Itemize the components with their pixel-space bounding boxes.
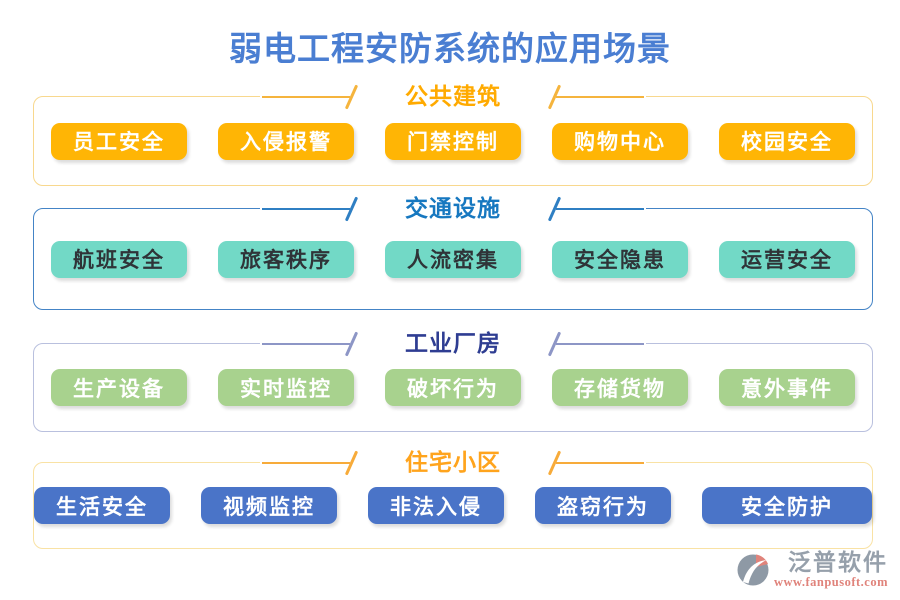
header-line-right	[556, 208, 644, 210]
header-line-right	[556, 96, 644, 98]
section-title-residential-community: 住宅小区	[405, 450, 501, 475]
access-control-button[interactable]: 门禁控制	[385, 122, 521, 160]
video-surveillance-button[interactable]: 视频监控	[201, 487, 337, 524]
header-line-right	[556, 343, 644, 345]
section-industrial-plants: 工业厂房 生产设备 实时监控 破坏行为 存储货物 意外事件	[33, 329, 873, 432]
crowd-density-button[interactable]: 人流密集	[385, 240, 521, 278]
living-safety-button[interactable]: 生活安全	[34, 487, 170, 524]
section-title-industrial-plants: 工业厂房	[405, 331, 501, 356]
section-header: 工业厂房	[260, 329, 646, 359]
brand-watermark: 泛普软件 www.fanpusoft.com	[735, 550, 888, 590]
header-line-right	[556, 462, 644, 464]
section-title-public-buildings: 公共建筑	[405, 84, 501, 109]
button-row: 航班安全 旅客秩序 人流密集 安全隐患 运营安全	[34, 209, 872, 309]
safety-hazard-button[interactable]: 安全隐患	[552, 240, 688, 278]
security-protection-button[interactable]: 安全防护	[702, 487, 872, 524]
intrusion-alarm-button[interactable]: 入侵报警	[218, 122, 354, 160]
section-residential-community: 住宅小区 生活安全 视频监控 非法入侵 盗窃行为 安全防护	[33, 448, 873, 549]
button-row: 员工安全 入侵报警 门禁控制 购物中心 校园安全	[34, 97, 872, 185]
stored-goods-button[interactable]: 存储货物	[552, 369, 688, 406]
brand-name: 泛普软件	[788, 550, 888, 575]
brand-url: www.fanpusoft.com	[773, 575, 888, 589]
accident-event-button[interactable]: 意外事件	[719, 369, 855, 406]
section-title-transport-facilities: 交通设施	[405, 196, 501, 221]
button-row: 生活安全 视频监控 非法入侵 盗窃行为 安全防护	[34, 463, 872, 548]
fanpu-logo-icon	[737, 554, 769, 586]
header-line-left	[262, 96, 350, 98]
header-line-left	[262, 462, 350, 464]
section-header: 公共建筑	[260, 82, 646, 112]
section-header: 交通设施	[260, 194, 646, 224]
button-row: 生产设备 实时监控 破坏行为 存储货物 意外事件	[34, 344, 872, 431]
vandalism-button[interactable]: 破坏行为	[385, 369, 521, 406]
operation-safety-button[interactable]: 运营安全	[719, 240, 855, 278]
campus-safety-button[interactable]: 校园安全	[719, 122, 855, 160]
employee-safety-button[interactable]: 员工安全	[51, 122, 187, 160]
shopping-mall-button[interactable]: 购物中心	[552, 122, 688, 160]
header-line-left	[262, 343, 350, 345]
section-public-buildings: 公共建筑 员工安全 入侵报警 门禁控制 购物中心 校园安全	[33, 82, 873, 186]
passenger-order-button[interactable]: 旅客秩序	[218, 240, 354, 278]
section-transport-facilities: 交通设施 航班安全 旅客秩序 人流密集 安全隐患 运营安全	[33, 194, 873, 310]
header-line-left	[262, 208, 350, 210]
flight-safety-button[interactable]: 航班安全	[51, 240, 187, 278]
theft-behavior-button[interactable]: 盗窃行为	[535, 487, 671, 524]
section-header: 住宅小区	[260, 448, 646, 478]
page-title: 弱电工程安防系统的应用场景	[229, 32, 671, 68]
production-equipment-button[interactable]: 生产设备	[51, 369, 187, 406]
realtime-monitoring-button[interactable]: 实时监控	[218, 369, 354, 406]
illegal-intrusion-button[interactable]: 非法入侵	[368, 487, 504, 524]
